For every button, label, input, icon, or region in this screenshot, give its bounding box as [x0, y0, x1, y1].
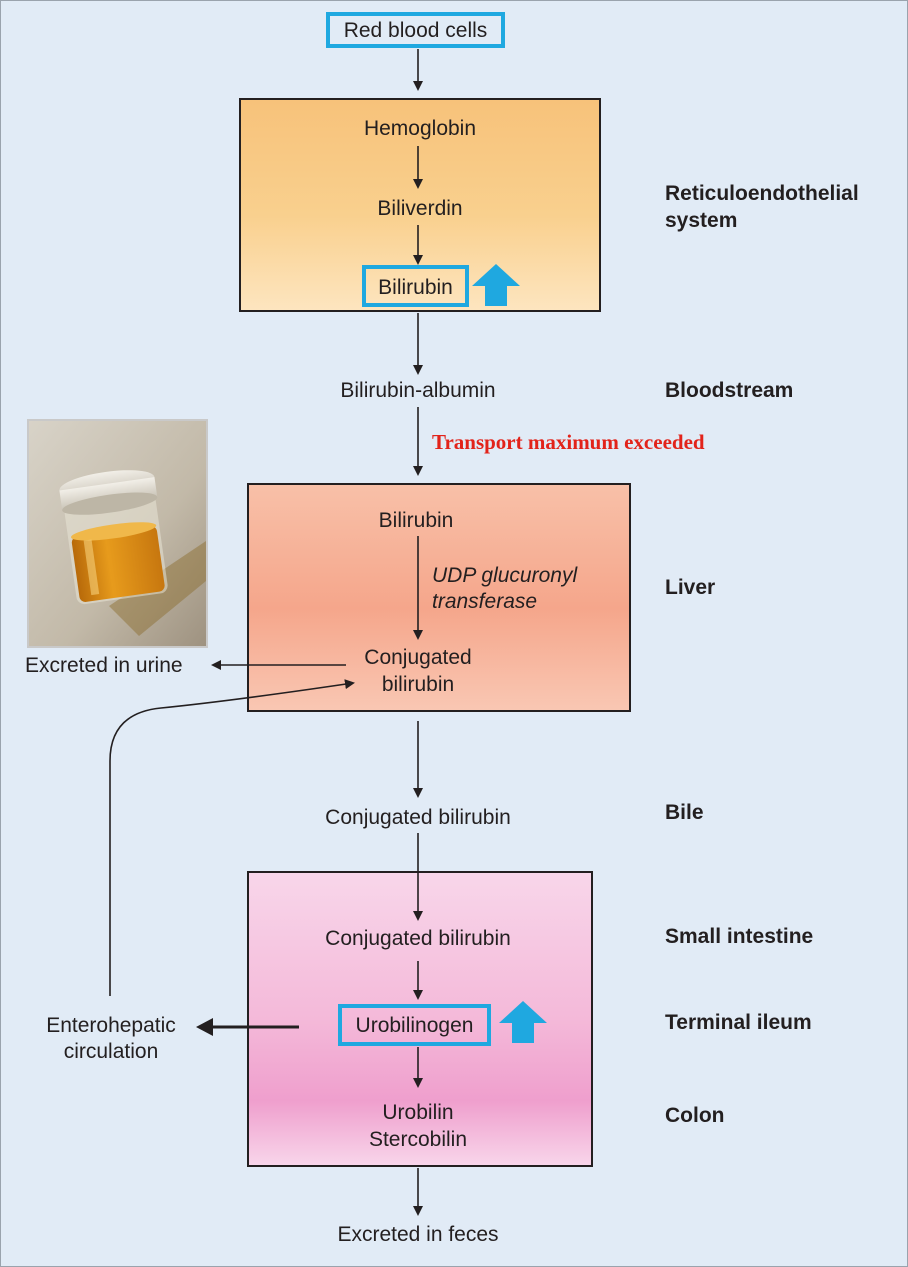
urine-sample-image — [27, 419, 208, 648]
side-label-bloodstream: Bloodstream — [665, 379, 794, 402]
side-label-bile: Bile — [665, 801, 704, 824]
side-label-res-line1: Reticuloendothelial — [665, 182, 859, 205]
conjugated-bilirubin-bile-label: Conjugated bilirubin — [325, 806, 511, 829]
enzyme-label-line2: transferase — [432, 590, 538, 613]
bilirubin-liver-label: Bilirubin — [378, 509, 454, 532]
biliverdin-label: Biliverdin — [377, 197, 463, 220]
side-label-small-intestine: Small intestine — [665, 925, 814, 948]
transport-maximum-note: Transport maximum exceeded — [432, 430, 705, 454]
enterohepatic-label-line1: Enterohepatic — [46, 1014, 176, 1037]
reticuloendothelial-box — [239, 98, 601, 312]
conjugated-bilirubin-intestine-label: Conjugated bilirubin — [325, 927, 511, 950]
red-blood-cells-label: Red blood cells — [343, 19, 488, 42]
conjugated-bilirubin-liver-line2: bilirubin — [381, 673, 455, 696]
bilirubin-res-label: Bilirubin — [378, 276, 453, 299]
excreted-in-urine-label: Excreted in urine — [25, 654, 183, 677]
stercobilin-label: Stercobilin — [368, 1128, 468, 1151]
hemoglobin-label: Hemoglobin — [363, 117, 477, 140]
conjugated-bilirubin-liver-line1: Conjugated — [364, 646, 472, 669]
enzyme-label-line1: UDP glucuronyl — [432, 564, 578, 587]
side-label-colon: Colon — [665, 1104, 725, 1127]
enterohepatic-curve — [109, 679, 355, 996]
excreted-in-feces-label: Excreted in feces — [337, 1223, 499, 1246]
urobilinogen-label: Urobilinogen — [355, 1014, 474, 1037]
enterohepatic-label-line2: circulation — [63, 1040, 159, 1063]
bilirubin-albumin-label: Bilirubin-albumin — [340, 379, 496, 402]
urobilinogen-highlight — [338, 1004, 491, 1046]
liver-box — [247, 483, 631, 712]
side-label-res-line2: system — [665, 209, 738, 232]
urobilin-label: Urobilin — [382, 1101, 454, 1124]
up-arrow-icon — [472, 264, 520, 306]
side-label-liver: Liver — [665, 576, 716, 599]
up-arrow-icon — [499, 1001, 547, 1043]
side-label-terminal-ileum: Terminal ileum — [665, 1011, 812, 1034]
red-blood-cells-highlight — [326, 12, 505, 48]
bilirubin-highlight — [362, 265, 469, 307]
